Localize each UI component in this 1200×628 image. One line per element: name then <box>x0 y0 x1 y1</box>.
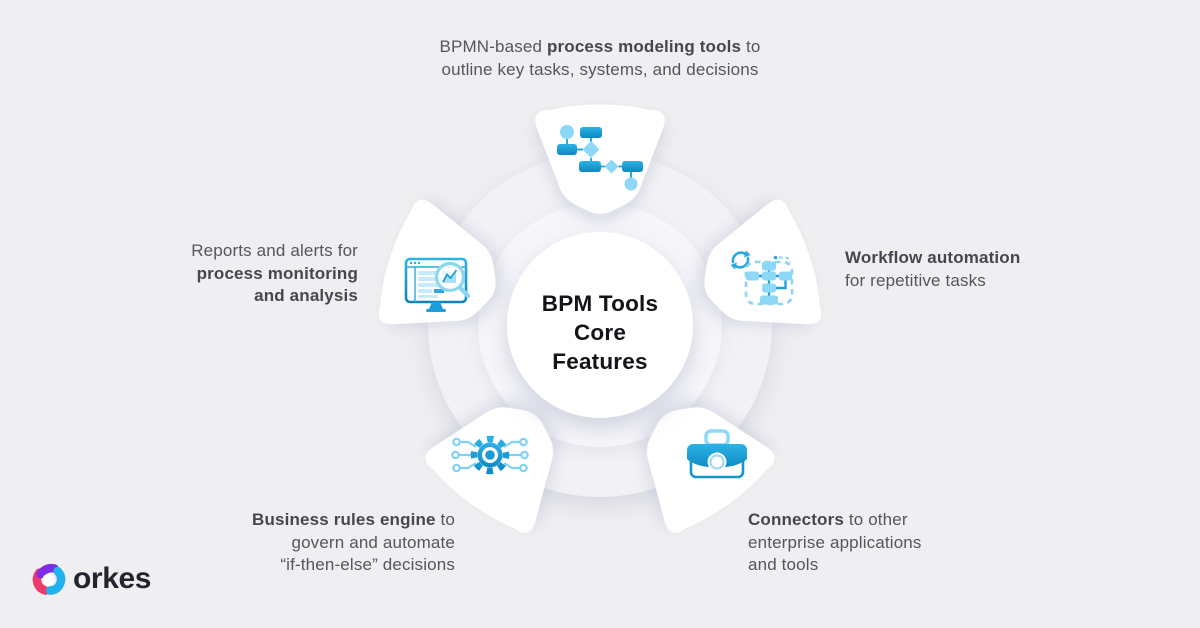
title-line: Features <box>552 349 648 374</box>
title-line: BPM Tools <box>541 291 659 316</box>
page-title: BPM Tools Core Features <box>498 289 702 376</box>
label-process-modeling: BPMN-based process modeling tools to out… <box>439 37 761 79</box>
workflow-automation-icon <box>730 250 794 306</box>
label-process-monitoring: Reports and alerts for process monitorin… <box>191 241 358 305</box>
center-circle <box>507 232 693 418</box>
orkes-wordmark: orkes <box>73 562 152 595</box>
bpmn-flowchart-icon <box>557 125 643 191</box>
label-business-rules: Business rules engine to govern and auto… <box>252 510 455 574</box>
monitor-analytics-icon <box>404 257 471 312</box>
label-connectors: Connectors to other enterprise applicati… <box>748 510 922 574</box>
title-line: Core <box>573 320 627 345</box>
orkes-logo: orkes <box>30 560 151 598</box>
label-workflow-automation: Workflow automation for repetitive tasks <box>845 248 1021 290</box>
orkes-logo-icon <box>32 563 66 595</box>
connectors-briefcase-icon <box>687 429 747 479</box>
business-rules-gear-icon <box>451 435 529 475</box>
